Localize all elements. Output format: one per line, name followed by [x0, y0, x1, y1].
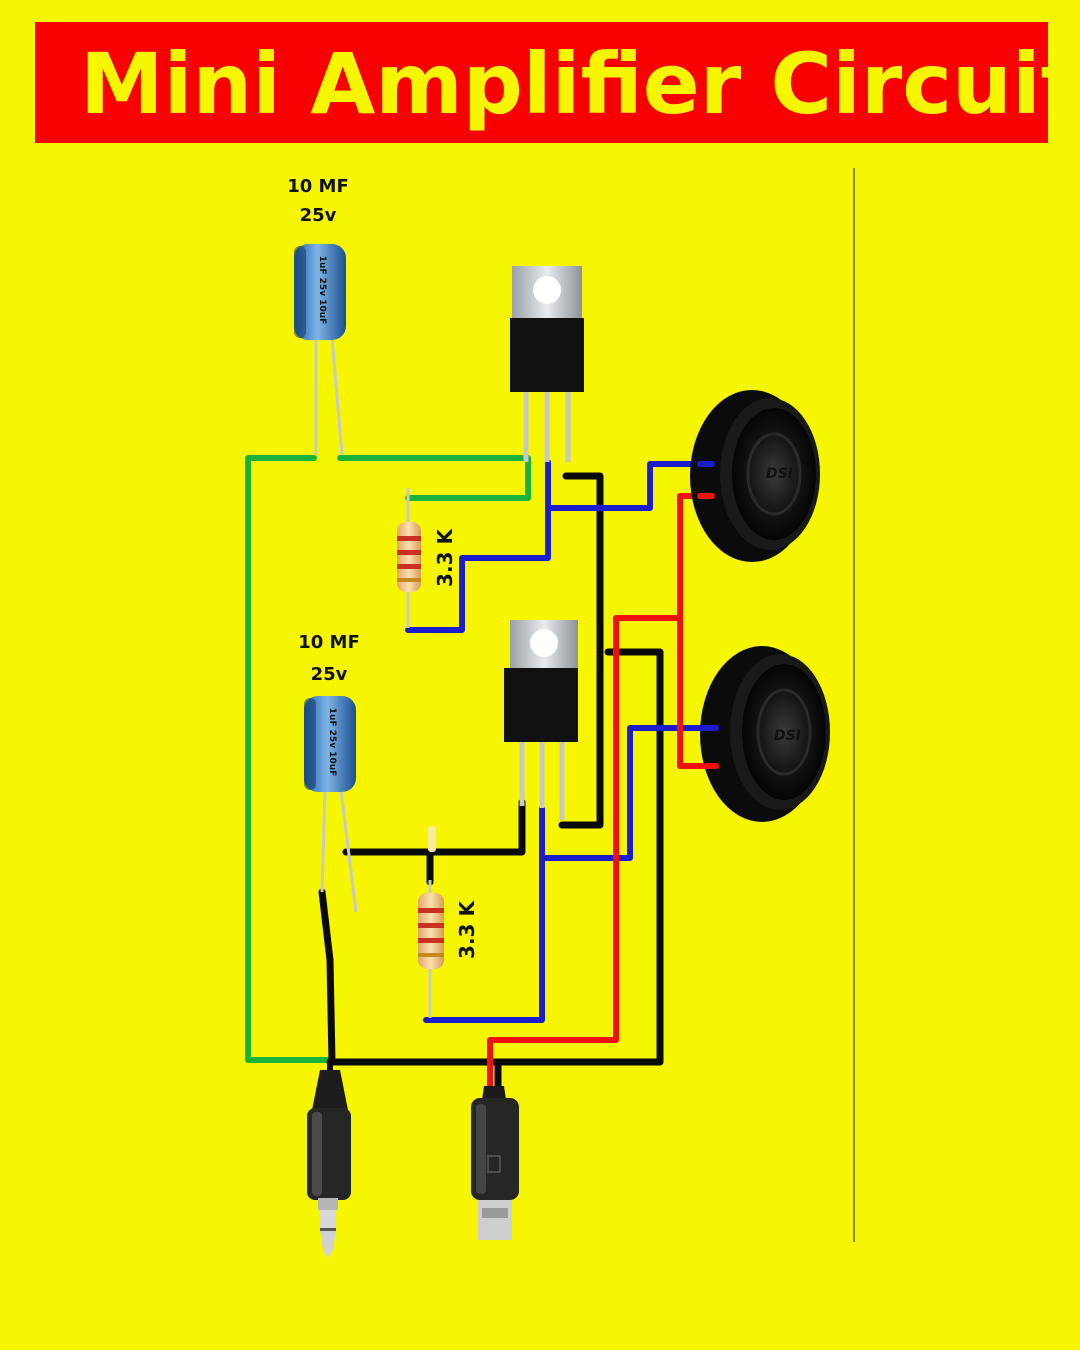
- black-wires: [318, 472, 664, 1094]
- speaker-1: DSI: [690, 390, 820, 562]
- capacitor-2-value: 10 MF: [298, 632, 360, 653]
- speaker-terminals: [697, 461, 719, 769]
- capacitor-1-voltage: 25v: [300, 205, 337, 226]
- red-wires: [487, 493, 711, 1093]
- speaker-2-brand: DSI: [774, 728, 801, 744]
- resistor-1-value: 3.3 K: [433, 528, 457, 587]
- mosfet-1: IRF840: [510, 266, 584, 462]
- capacitor-2: 1uF 25v 10uF: [304, 696, 358, 913]
- page-title: Mini Amplifier Circuit: [80, 35, 1080, 133]
- resistor-2: [418, 826, 444, 1018]
- title-banner: [35, 22, 1048, 143]
- speaker-1-brand: DSI: [766, 466, 793, 482]
- capacitor-1-value: 10 MF: [287, 176, 349, 197]
- capacitor-1-print: 1uF 25v 10uF: [317, 256, 327, 325]
- resistor-2-value: 3.3 K: [455, 900, 479, 959]
- audio-jack: [307, 1062, 351, 1258]
- capacitor-2-print: 1uF 25v 10uF: [327, 708, 337, 777]
- speaker-2: DSI: [700, 646, 830, 822]
- mosfet-2: IRF840: [504, 620, 578, 820]
- blue-wires: [405, 459, 703, 1023]
- mosfet-2-part: IRF840: [519, 682, 562, 695]
- usb-plug: [471, 1086, 519, 1240]
- capacitor-2-voltage: 25v: [311, 664, 348, 685]
- mosfet-1-part: IRF840: [524, 330, 567, 343]
- resistor-1: [397, 488, 421, 628]
- capacitor-1: 1uF 25v 10uF: [294, 244, 346, 456]
- green-wires: [245, 455, 531, 1063]
